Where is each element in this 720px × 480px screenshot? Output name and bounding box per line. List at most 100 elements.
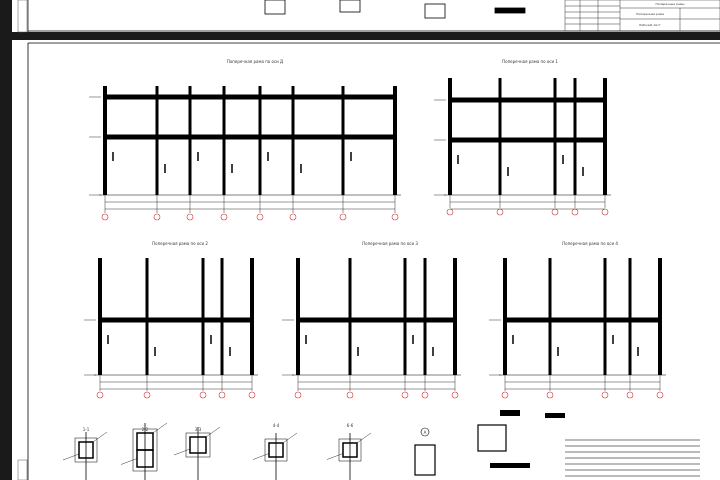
column bbox=[201, 258, 205, 375]
leader-line bbox=[152, 422, 168, 434]
column bbox=[258, 86, 262, 195]
axis-marker bbox=[294, 391, 302, 399]
detail-beam bbox=[490, 463, 530, 468]
axis-marker bbox=[496, 208, 504, 216]
title-block-row: Рабочий лист bbox=[639, 23, 660, 27]
axis-marker bbox=[220, 213, 228, 221]
leader-line bbox=[356, 432, 372, 444]
previous-title-block bbox=[564, 0, 720, 32]
column bbox=[393, 86, 397, 195]
column bbox=[553, 78, 557, 195]
previous-sheet-details bbox=[264, 0, 526, 19]
detail-outline bbox=[477, 424, 507, 452]
column bbox=[453, 258, 457, 375]
column-section bbox=[173, 426, 221, 480]
axis-marker bbox=[401, 391, 409, 399]
axis-marker bbox=[256, 213, 264, 221]
leader-line bbox=[252, 453, 270, 460]
section-label: 6-6 bbox=[347, 423, 354, 428]
previous-sheet bbox=[12, 0, 720, 32]
sheet-stamp bbox=[17, 459, 28, 480]
frame-title: Поперечная рама по оси 4 bbox=[562, 241, 618, 246]
axis-marker bbox=[571, 208, 579, 216]
detail-marker bbox=[420, 427, 430, 437]
frame-title: Поперечная рама по оси Д bbox=[227, 59, 283, 64]
column bbox=[291, 86, 295, 195]
column bbox=[103, 86, 107, 195]
axis-marker bbox=[601, 208, 609, 216]
column bbox=[603, 258, 607, 375]
section-label: 1-1 bbox=[83, 427, 90, 432]
column bbox=[296, 258, 300, 375]
leader-line bbox=[92, 431, 108, 443]
leader-line bbox=[173, 448, 191, 456]
column bbox=[250, 258, 254, 375]
title-block-row: Поперечные рамы bbox=[656, 2, 686, 6]
title-block-row: Поперечная рама bbox=[636, 12, 664, 16]
axis-marker bbox=[186, 213, 194, 221]
axis-marker bbox=[339, 213, 347, 221]
detail-drawing bbox=[414, 410, 700, 477]
previous-sheet-stamp bbox=[17, 0, 28, 33]
axis-marker bbox=[501, 391, 509, 399]
axis-marker bbox=[391, 213, 399, 221]
column bbox=[498, 78, 502, 195]
column bbox=[628, 258, 632, 375]
beam bbox=[103, 94, 397, 100]
detail-tag bbox=[500, 410, 520, 416]
section-label: 3-3 bbox=[195, 427, 202, 432]
column-section bbox=[252, 432, 298, 480]
axis-marker bbox=[546, 391, 554, 399]
column bbox=[503, 258, 507, 375]
transverse-frame bbox=[282, 258, 461, 399]
detail-outline bbox=[414, 444, 436, 476]
frame-title: Поперечная рама по оси 1 bbox=[502, 59, 558, 64]
column bbox=[98, 258, 102, 375]
column bbox=[603, 78, 607, 195]
leader-line bbox=[205, 426, 221, 438]
detail-marker-label: А bbox=[424, 430, 427, 435]
column bbox=[220, 258, 224, 375]
beam bbox=[503, 317, 662, 323]
axis-marker bbox=[346, 391, 354, 399]
beam bbox=[103, 134, 397, 140]
beam bbox=[296, 317, 457, 323]
axis-marker bbox=[218, 391, 226, 399]
column bbox=[222, 86, 226, 195]
column bbox=[448, 78, 452, 195]
transverse-frame bbox=[89, 86, 401, 221]
detail-tag bbox=[545, 413, 565, 418]
column-section bbox=[62, 431, 108, 480]
axis-marker bbox=[551, 208, 559, 216]
axis-marker bbox=[153, 213, 161, 221]
column bbox=[188, 86, 192, 195]
axis-marker bbox=[446, 208, 454, 216]
column bbox=[423, 258, 427, 375]
column bbox=[155, 86, 159, 195]
column bbox=[573, 78, 577, 195]
section-label: 4-4 bbox=[273, 423, 280, 428]
axis-marker bbox=[451, 391, 459, 399]
column-section bbox=[326, 432, 372, 480]
transverse-frame bbox=[434, 78, 611, 216]
beam bbox=[448, 137, 607, 143]
axis-marker bbox=[199, 391, 207, 399]
column bbox=[548, 258, 552, 375]
column bbox=[341, 86, 345, 195]
axis-marker bbox=[143, 391, 151, 399]
sheet bbox=[12, 40, 720, 480]
leader-line bbox=[326, 453, 344, 460]
axis-marker bbox=[289, 213, 297, 221]
transverse-frame bbox=[84, 258, 258, 399]
leader-line bbox=[120, 458, 138, 465]
leader-line bbox=[62, 453, 80, 461]
axis-marker bbox=[421, 391, 429, 399]
column-section bbox=[120, 422, 168, 480]
axis-marker bbox=[626, 391, 634, 399]
axis-marker bbox=[101, 213, 109, 221]
axis-marker bbox=[601, 391, 609, 399]
frame-title: Поперечная рама по оси 2 bbox=[152, 241, 208, 246]
column bbox=[658, 258, 662, 375]
axis-marker bbox=[248, 391, 256, 399]
